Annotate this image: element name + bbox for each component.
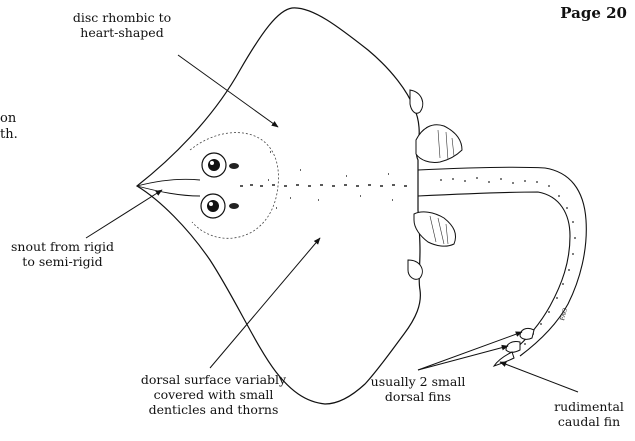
disc-outline xyxy=(137,8,420,404)
left-edge-fragment-2: th. xyxy=(0,126,18,143)
tail-upper-edge xyxy=(418,167,586,356)
spiracle-upper xyxy=(229,163,239,169)
arrow-snout xyxy=(86,190,162,238)
dorsal-fin-1 xyxy=(520,328,534,339)
arrow-dorsal-fin-2 xyxy=(418,346,508,370)
left-edge-fragment-1: on xyxy=(0,110,16,127)
dorsal-fin-2 xyxy=(506,341,520,352)
label-caudal-fin: rudimental caudal fin xyxy=(545,399,633,429)
arrow-caudal-fin xyxy=(500,362,578,392)
tail-dots xyxy=(440,178,576,344)
eye-upper xyxy=(202,153,226,177)
eye-lower xyxy=(201,194,225,218)
label-dorsal-surface: dorsal surface variably covered with sma… xyxy=(126,372,301,417)
spiracle-lower xyxy=(229,203,239,209)
page-number: Page 20 xyxy=(560,4,627,22)
pelvic-fin-upper xyxy=(410,90,423,113)
label-dorsal-fins: usually 2 small dorsal fins xyxy=(348,374,488,404)
label-snout: snout from rigid to semi-rigid xyxy=(0,239,125,269)
label-disc: disc rhombic to heart-shaped xyxy=(52,10,192,40)
